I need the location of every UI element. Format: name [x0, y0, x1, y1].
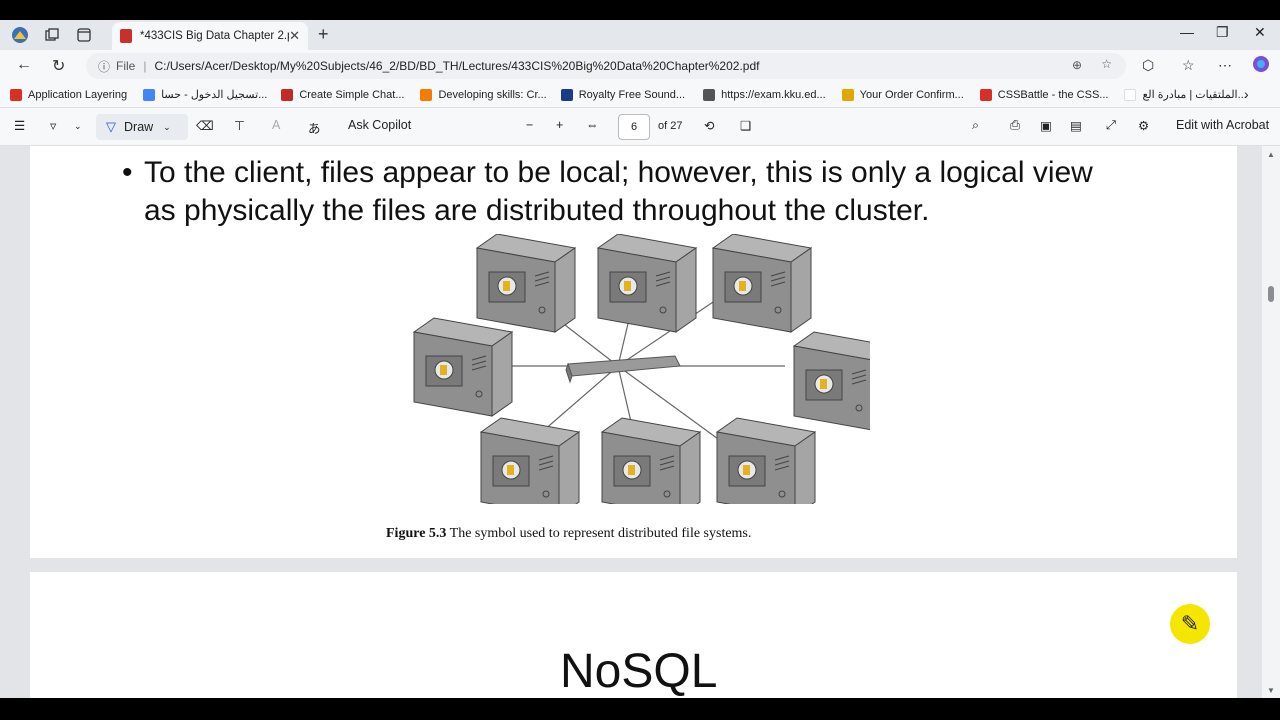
tab-active-pdf[interactable]: *433CIS Big Data Chapter 2.pdf ✕	[112, 22, 308, 50]
chevron-right-icon[interactable]: ›	[1244, 86, 1249, 102]
server-icon	[476, 233, 576, 333]
settings-gear-icon[interactable]: ⚙	[1138, 119, 1150, 133]
figure-caption: Figure 5.3 The symbol used to represent …	[386, 526, 751, 542]
refresh-icon[interactable]: ↻	[52, 58, 66, 75]
scroll-up-icon[interactable]: ▲	[1267, 150, 1275, 159]
distributed-file-system-figure	[380, 233, 893, 517]
pencil-cursor-icon: ✎	[1170, 604, 1210, 644]
bookmark-item[interactable]: الملتقيات | مبادرة الع...	[1124, 88, 1247, 101]
favorites-icon[interactable]: ☆	[1182, 57, 1195, 73]
server-icon	[716, 417, 816, 517]
server-icon	[712, 233, 812, 333]
url-text[interactable]: C:/Users/Acer/Desktop/My%20Subjects/46_2…	[154, 59, 760, 73]
new-tab-button[interactable]: +	[318, 24, 329, 44]
chevron-down-icon[interactable]: ⌄	[74, 121, 82, 131]
server-icon	[480, 417, 580, 517]
page-number-input[interactable]: 6	[618, 114, 650, 140]
save-icon[interactable]: ▣	[1040, 119, 1052, 133]
bookmark-favicon	[10, 88, 22, 101]
bookmark-item[interactable]: Your Order Confirm...	[841, 88, 964, 101]
checkmark-icon	[841, 88, 854, 101]
bullet-dot: •	[122, 156, 133, 189]
eraser-icon[interactable]: ⌫	[196, 119, 214, 133]
bookmark-item[interactable]: تسجيل الدخول - حسا...	[143, 88, 267, 101]
chevron-down-icon[interactable]: ⌄	[163, 121, 171, 132]
print-icon[interactable]: ⎙	[1010, 118, 1021, 132]
scroll-thumb[interactable]	[1268, 286, 1274, 302]
tab-actions-icon[interactable]	[72, 23, 96, 47]
restore-button[interactable]: ❐	[1216, 24, 1229, 40]
text-box-icon[interactable]: ⊤	[234, 119, 245, 133]
zoom-in-icon[interactable]: +	[556, 118, 564, 132]
close-window-button[interactable]: ✕	[1254, 24, 1266, 40]
edit-with-acrobat-button[interactable]: Edit with Acrobat	[1176, 118, 1270, 132]
page-heading: NoSQL	[560, 645, 718, 698]
scroll-down-icon[interactable]: ▼	[1267, 686, 1275, 695]
tab-title: *433CIS Big Data Chapter 2.pdf	[140, 30, 290, 42]
vertical-scrollbar[interactable]: ▲ ▼	[1262, 146, 1280, 698]
file-label: File	[116, 59, 136, 73]
extensions-icon[interactable]: ⬡	[1142, 57, 1155, 73]
bookmark-item[interactable]: Create Simple Chat...	[281, 88, 404, 101]
ask-copilot-button[interactable]: Ask Copilot	[348, 118, 412, 132]
fullscreen-icon[interactable]: ⤢	[1106, 118, 1117, 132]
pen-icon: ▽	[106, 119, 116, 134]
zoom-out-icon[interactable]: −	[526, 118, 534, 132]
bullet-text: To the client, files appear to be local;…	[144, 156, 1093, 227]
pdf-page-7: NoSQL	[30, 572, 1237, 698]
figure-caption-label: Figure 5.3	[386, 526, 447, 541]
server-icon	[601, 417, 701, 517]
bookmark-item[interactable]: Developing skills: Cr...	[420, 88, 547, 101]
read-aloud-icon[interactable]: A	[272, 118, 281, 132]
highlight-icon[interactable]: ▿	[50, 119, 57, 133]
info-icon[interactable]: ⓘ	[98, 59, 111, 74]
dfs-diagram	[413, 233, 893, 517]
server-icon	[793, 331, 893, 431]
bookmark-item[interactable]: CSSBattle - the CSS...	[979, 88, 1108, 101]
minimize-button[interactable]: —	[1180, 24, 1194, 40]
bookmark-item[interactable]: Royalty Free Sound...	[560, 88, 685, 101]
address-bar-row: ← ↻ ⓘ File | C:/Users/Acer/Desktop/My%20…	[0, 50, 1280, 82]
bookmark-item[interactable]: Application Layering	[10, 88, 127, 101]
browser-window: *433CIS Big Data Chapter 2.pdf ✕ + — ❐ ✕…	[0, 20, 1280, 698]
save-as-icon[interactable]: ▤	[1070, 119, 1082, 133]
back-arrow-icon[interactable]: ←	[16, 56, 32, 73]
draw-button[interactable]: ▽ Draw ⌄	[96, 114, 188, 140]
pdf-page-6: • To the client, files appear to be loca…	[30, 146, 1237, 558]
translate-icon[interactable]: あ	[308, 122, 321, 136]
search-icon[interactable]: ⌕	[972, 118, 980, 132]
address-bar[interactable]: ⓘ File | C:/Users/Acer/Desktop/My%20Subj…	[86, 53, 1126, 79]
contents-list-icon[interactable]: ☰	[14, 119, 26, 133]
bookmark-favicon	[560, 88, 573, 101]
rotate-icon[interactable]: ⟲	[704, 119, 715, 133]
google-icon	[143, 88, 156, 101]
network-switch-icon	[565, 355, 681, 384]
server-icon	[413, 317, 513, 417]
fit-width-icon[interactable]: ⇔	[586, 118, 599, 132]
copilot-icon[interactable]	[1252, 55, 1270, 76]
bookmarks-bar: Application Layering تسجيل الدخول - حسا.…	[0, 82, 1280, 108]
link-icon	[703, 88, 716, 101]
workspaces-icon[interactable]	[40, 23, 64, 47]
zoom-icon[interactable]: ⊕	[1071, 58, 1082, 72]
figure-caption-text: The symbol used to represent distributed…	[449, 526, 752, 541]
tab-strip: *433CIS Big Data Chapter 2.pdf ✕ + — ❐ ✕	[0, 20, 1280, 50]
blogger-icon	[420, 88, 433, 101]
more-menu-icon[interactable]: ⋯	[1218, 57, 1232, 73]
page-total: of 27	[658, 120, 683, 132]
favorite-star-icon[interactable]: ☆	[1101, 57, 1112, 71]
bookmark-item[interactable]: https://exam.kku.ed...	[703, 88, 826, 101]
bookmark-favicon	[1124, 88, 1137, 101]
pdf-toolbar: ☰ ▿ ⌄ ▽ Draw ⌄ ⌫ ⊤ A あ Ask Copilot − + ⇔…	[0, 108, 1280, 146]
close-tab-icon[interactable]: ✕	[289, 28, 300, 43]
page-view-icon[interactable]: ❑	[740, 119, 752, 133]
address-separator: |	[143, 59, 147, 73]
bookmark-favicon	[281, 88, 294, 101]
profile-icon[interactable]	[8, 23, 32, 47]
draw-label: Draw	[124, 120, 154, 134]
pdf-viewer[interactable]: • To the client, files appear to be loca…	[0, 146, 1280, 698]
pdf-file-icon	[120, 29, 132, 43]
bookmark-favicon	[979, 88, 992, 101]
server-icon	[597, 233, 697, 333]
